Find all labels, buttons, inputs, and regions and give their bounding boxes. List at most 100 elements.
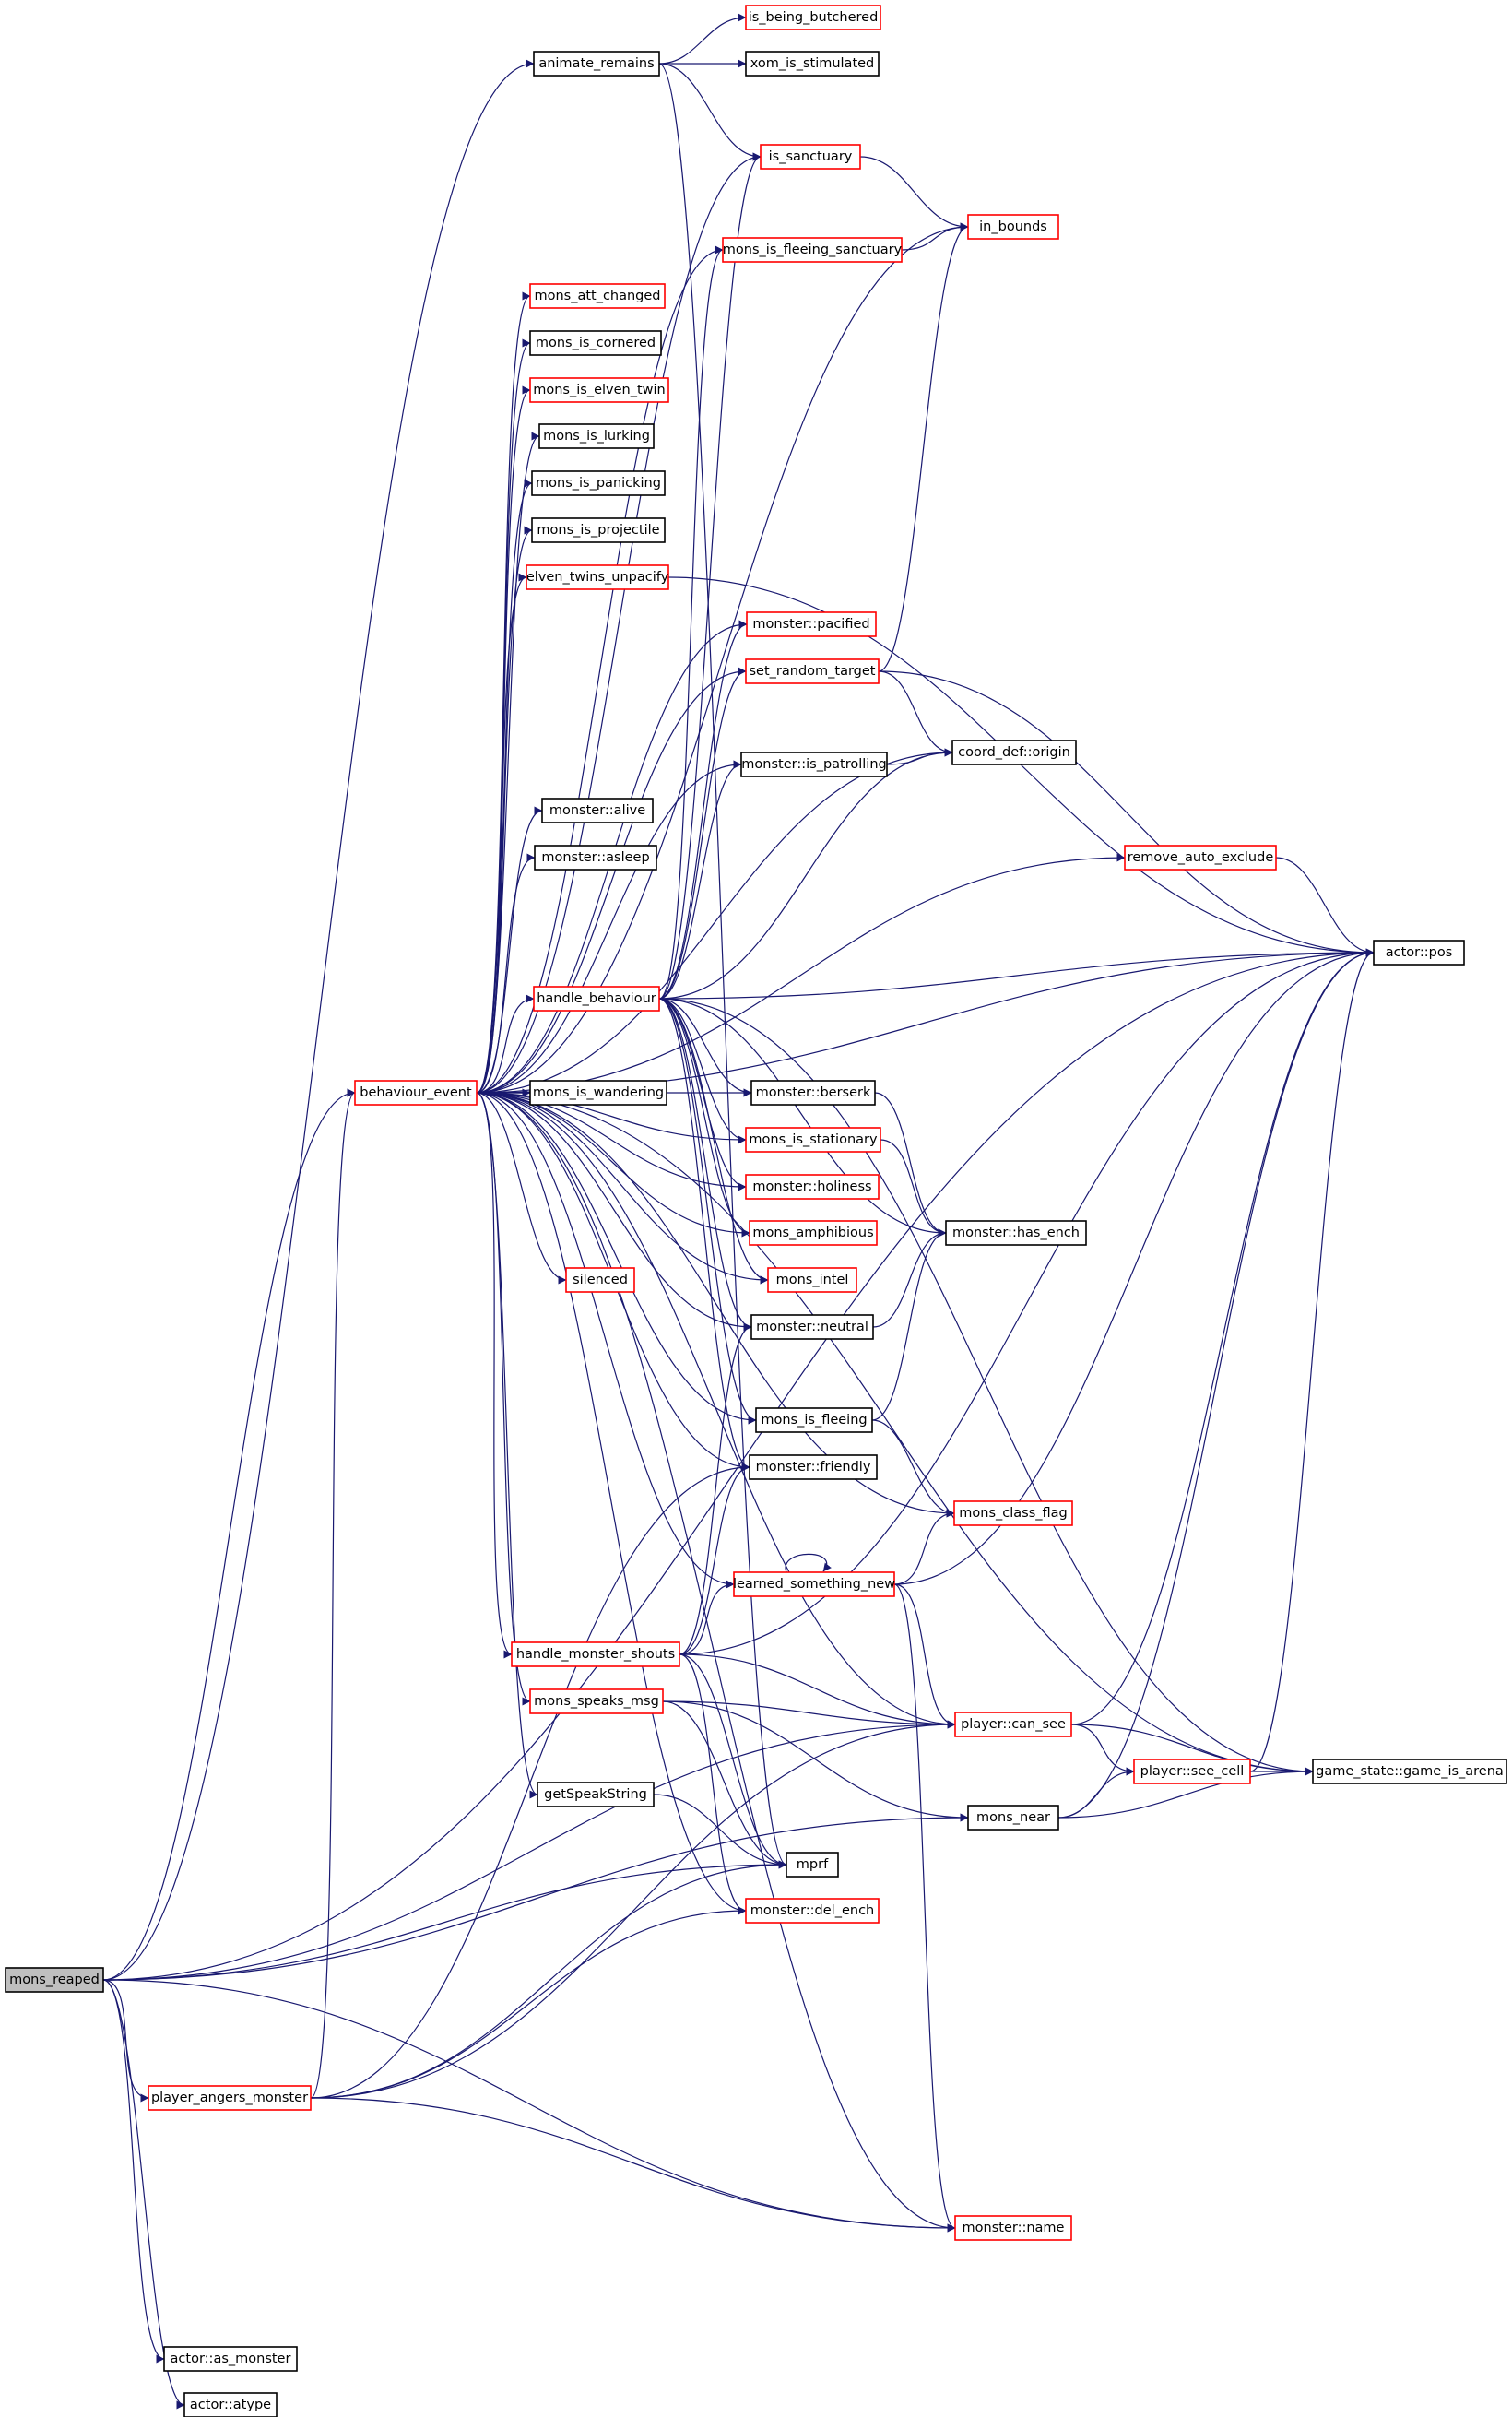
node-monster_neutral[interactable]: monster::neutral xyxy=(750,1314,874,1340)
node-monster_has_ench[interactable]: monster::has_ench xyxy=(945,1220,1087,1246)
node-mons_att_changed[interactable]: mons_att_changed xyxy=(529,283,666,309)
node-silenced[interactable]: silenced xyxy=(565,1267,635,1293)
node-mons_is_projectile[interactable]: mons_is_projectile xyxy=(531,517,666,543)
node-mprf[interactable]: mprf xyxy=(786,1852,839,1878)
edge-handle_behaviour-to-monster_neutral xyxy=(658,998,752,1332)
node-is_being_butchered[interactable]: is_being_butchered xyxy=(745,5,881,30)
edge-set_random_target-to-in_bounds xyxy=(878,222,969,672)
node-box xyxy=(541,798,654,823)
edge-mons_reaped-to-animate_remains xyxy=(102,59,535,1981)
node-elven_twins_unpacify[interactable]: elven_twins_unpacify xyxy=(526,564,669,590)
node-box xyxy=(1124,845,1277,871)
node-box xyxy=(533,51,660,77)
node-monster_pacified[interactable]: monster::pacified xyxy=(746,611,877,637)
node-mons_is_panicking[interactable]: mons_is_panicking xyxy=(531,470,666,496)
node-player_see_cell[interactable]: player::see_cell xyxy=(1133,1759,1251,1784)
node-monster_alive[interactable]: monster::alive xyxy=(541,798,654,823)
node-box xyxy=(1133,1759,1251,1784)
node-box xyxy=(529,377,669,403)
node-mons_speaks_msg[interactable]: mons_speaks_msg xyxy=(529,1688,664,1714)
node-label: monster::neutral xyxy=(756,1320,868,1334)
node-label: mons_is_lurking xyxy=(543,429,650,444)
node-box xyxy=(745,51,880,77)
node-mons_is_elven_twin[interactable]: mons_is_elven_twin xyxy=(529,377,669,403)
node-label: xom_is_stimulated xyxy=(750,56,875,71)
edge-set_random_target-to-coord_def_origin xyxy=(878,670,953,757)
node-actor_atype[interactable]: actor::atype xyxy=(183,2392,278,2417)
node-coord_def_origin[interactable]: coord_def::origin xyxy=(951,740,1077,765)
node-label: animate_remains xyxy=(538,56,654,71)
node-mons_is_fleeing_sanctuary[interactable]: mons_is_fleeing_sanctuary xyxy=(722,237,903,263)
node-monster_holiness[interactable]: monster::holiness xyxy=(745,1174,880,1200)
node-set_random_target[interactable]: set_random_target xyxy=(745,658,880,684)
node-mons_class_flag[interactable]: mons_class_flag xyxy=(953,1500,1073,1526)
node-mons_is_lurking[interactable]: mons_is_lurking xyxy=(538,423,655,449)
node-monster_name[interactable]: monster::name xyxy=(954,2215,1072,2241)
edge-mons_speaks_msg-to-mprf xyxy=(662,1700,787,1869)
node-mons_is_wandering[interactable]: mons_is_wandering xyxy=(529,1080,667,1106)
node-box xyxy=(760,144,861,170)
edge-mons_reaped-to-mprf xyxy=(102,1860,787,1981)
edge-player_angers_monster-to-monster_del_ench xyxy=(310,1906,747,2099)
node-game_state_game_is_arena[interactable]: game_state::game_is_arena xyxy=(1312,1759,1507,1784)
node-animate_remains[interactable]: animate_remains xyxy=(533,51,660,77)
node-label: game_state::game_is_arena xyxy=(1316,1764,1504,1779)
node-label: coord_def::origin xyxy=(958,745,1070,760)
node-getSpeakString[interactable]: getSpeakString xyxy=(537,1782,655,1807)
node-mons_is_fleeing[interactable]: mons_is_fleeing xyxy=(755,1407,873,1433)
node-monster_is_patrolling[interactable]: monster::is_patrolling xyxy=(740,752,888,777)
node-box xyxy=(786,1852,839,1878)
node-box xyxy=(745,1898,880,1924)
node-label: mons_amphibious xyxy=(752,1226,873,1240)
node-is_sanctuary[interactable]: is_sanctuary xyxy=(760,144,861,170)
node-box xyxy=(148,2085,312,2111)
node-box xyxy=(745,658,880,684)
node-mons_intel[interactable]: mons_intel xyxy=(767,1267,857,1293)
node-xom_is_stimulated[interactable]: xom_is_stimulated xyxy=(745,51,880,77)
node-label: handle_behaviour xyxy=(537,991,656,1006)
edge-behaviour_event-to-monster_alive xyxy=(476,806,543,1094)
node-monster_berserk[interactable]: monster::berserk xyxy=(750,1080,876,1106)
edge-learned_something_new-to-monster_name xyxy=(893,1583,956,2233)
node-mons_is_stationary[interactable]: mons_is_stationary xyxy=(745,1127,881,1153)
node-box xyxy=(954,1712,1072,1737)
edge-behaviour_event-to-mons_is_projectile xyxy=(476,526,533,1094)
edge-handle_monster_shouts-to-actor_pos xyxy=(679,948,1375,1655)
node-label: silenced xyxy=(573,1273,628,1287)
node-monster_del_ench[interactable]: monster::del_ench xyxy=(745,1898,880,1924)
edge-handle_behaviour-to-is_sanctuary xyxy=(658,152,762,1000)
node-player_angers_monster[interactable]: player_angers_monster xyxy=(148,2085,312,2111)
node-handle_monster_shouts[interactable]: handle_monster_shouts xyxy=(511,1641,680,1667)
node-box xyxy=(533,986,660,1012)
edge-behaviour_event-to-handle_behaviour xyxy=(476,994,535,1094)
node-handle_behaviour[interactable]: handle_behaviour xyxy=(533,986,660,1012)
node-learned_something_new[interactable]: learned_something_new xyxy=(733,1571,895,1597)
node-mons_is_cornered[interactable]: mons_is_cornered xyxy=(529,330,662,356)
edge-mons_reaped-to-player_can_see xyxy=(102,1720,956,1981)
node-behaviour_event[interactable]: behaviour_event xyxy=(354,1080,478,1106)
node-label: learned_something_new xyxy=(733,1577,895,1592)
node-remove_auto_exclude[interactable]: remove_auto_exclude xyxy=(1124,845,1277,871)
edge-learned_something_new-to-learned_something_new xyxy=(785,1553,832,1573)
node-mons_amphibious[interactable]: mons_amphibious xyxy=(749,1220,878,1246)
node-player_can_see[interactable]: player::can_see xyxy=(954,1712,1072,1737)
node-mons_near[interactable]: mons_near xyxy=(967,1805,1059,1831)
node-in_bounds[interactable]: in_bounds xyxy=(967,214,1059,240)
edge-behaviour_event-to-monster_holiness xyxy=(476,1092,747,1191)
node-actor_pos[interactable]: actor::pos xyxy=(1373,940,1465,966)
node-box xyxy=(183,2392,278,2417)
edge-behaviour_event-to-silenced xyxy=(476,1092,567,1285)
edge-handle_behaviour-to-monster_berserk xyxy=(658,998,752,1097)
node-label: monster::has_ench xyxy=(952,1226,1080,1240)
edge-animate_remains-to-is_sanctuary xyxy=(658,63,762,161)
edge-behaviour_event-to-learned_something_new xyxy=(476,1092,735,1589)
node-label: monster::alive xyxy=(549,803,645,818)
node-label: in_bounds xyxy=(979,219,1047,234)
node-monster_friendly[interactable]: monster::friendly xyxy=(749,1454,878,1480)
node-box xyxy=(750,1314,874,1340)
node-mons_reaped[interactable]: mons_reaped xyxy=(5,1967,104,1993)
edge-behaviour_event-to-monster_is_patrolling xyxy=(476,760,742,1094)
node-box xyxy=(951,740,1077,765)
node-monster_asleep[interactable]: monster::asleep xyxy=(534,845,657,871)
node-actor_as_monster[interactable]: actor::as_monster xyxy=(163,2346,298,2372)
